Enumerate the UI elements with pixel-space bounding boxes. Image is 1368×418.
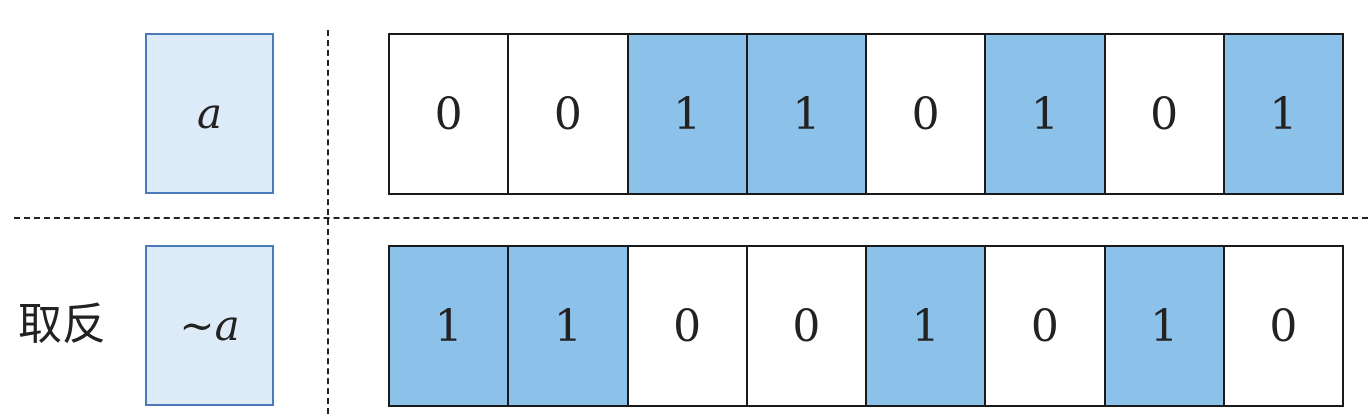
bit-cell: 0 bbox=[747, 247, 867, 405]
bit-cell: 1 bbox=[509, 247, 629, 405]
variable-box-not-a: ~a bbox=[145, 245, 274, 406]
bit-cell: 0 bbox=[867, 35, 987, 193]
operation-label: 取反 bbox=[18, 299, 106, 350]
bit-cell: 0 bbox=[986, 247, 1106, 405]
bit-cell: 0 bbox=[1105, 35, 1225, 193]
bit-cell: 1 bbox=[628, 35, 748, 193]
bit-cell: 1 bbox=[986, 35, 1106, 193]
bit-cell: 0 bbox=[390, 35, 510, 193]
bit-cell: 1 bbox=[1105, 247, 1225, 405]
bit-cell: 0 bbox=[628, 247, 748, 405]
bit-cell: 0 bbox=[509, 35, 629, 193]
horizontal-dashed-divider bbox=[14, 217, 1368, 219]
bit-cell: 0 bbox=[1224, 247, 1342, 405]
bit-cell: 1 bbox=[747, 35, 867, 193]
variable-box-a: a bbox=[145, 33, 274, 194]
bit-cell: 1 bbox=[390, 247, 510, 405]
vertical-dashed-divider bbox=[327, 30, 329, 414]
bit-cell: 1 bbox=[1224, 35, 1342, 193]
bit-cell: 1 bbox=[867, 247, 987, 405]
